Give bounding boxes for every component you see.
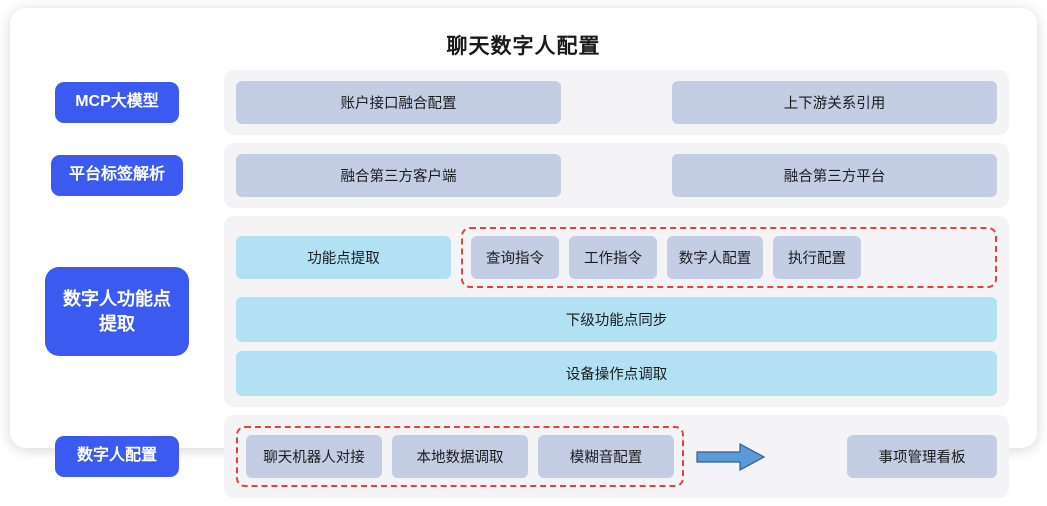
stage-rows: MCP大模型 账户接口融合配置 上下游关系引用 平台标签解析 融合第三方客户端 … (10, 70, 1037, 506)
chip-query-command[interactable]: 查询指令 (471, 236, 559, 279)
chip-execute-config[interactable]: 执行配置 (773, 236, 861, 279)
chip-matter-management-board[interactable]: 事项管理看板 (847, 435, 997, 478)
diagram-card: 聊天数字人配置 MCP大模型 账户接口融合配置 上下游关系引用 平台标签解析 (10, 8, 1037, 498)
chip-work-command[interactable]: 工作指令 (569, 236, 657, 279)
panel-feature-extraction: 功能点提取 查询指令 工作指令 数字人配置 执行配置 下级功能点同步 设备操作点… (224, 216, 1009, 407)
stage-label-digital-human-config[interactable]: 数字人配置 (55, 436, 179, 477)
chip-account-interface-merge-config[interactable]: 账户接口融合配置 (236, 81, 561, 124)
stage-row-platform-tag-parse: 平台标签解析 融合第三方客户端 融合第三方平台 (10, 143, 1037, 208)
dashed-group-commands: 查询指令 工作指令 数字人配置 执行配置 (461, 227, 997, 288)
stage-col-platform-tag-parse: 平台标签解析 (10, 155, 224, 196)
chip-fuzzy-phonetic-config[interactable]: 模糊音配置 (538, 435, 674, 478)
chip-merge-thirdparty-platform[interactable]: 融合第三方平台 (672, 154, 997, 197)
chip-local-data-fetch[interactable]: 本地数据调取 (392, 435, 528, 478)
dashed-group-config-sources: 聊天机器人对接 本地数据调取 模糊音配置 (236, 426, 684, 487)
stage-label-mcp[interactable]: MCP大模型 (55, 82, 179, 123)
arrow-right-icon (694, 442, 768, 472)
stage-label-platform-tag-parse[interactable]: 平台标签解析 (50, 155, 183, 196)
stage-row-feature-extraction: 数字人功能点 提取 功能点提取 查询指令 工作指令 数字人配置 执行配置 下级功… (10, 216, 1037, 407)
stage-col-digital-human-config: 数字人配置 (10, 436, 224, 477)
chip-device-operation-fetch[interactable]: 设备操作点调取 (236, 351, 997, 396)
stage-label-feature-extraction[interactable]: 数字人功能点 提取 (45, 266, 189, 357)
panel-line: 下级功能点同步 (236, 297, 997, 342)
chip-merge-thirdparty-client[interactable]: 融合第三方客户端 (236, 154, 561, 197)
panel-line: 功能点提取 查询指令 工作指令 数字人配置 执行配置 (236, 227, 997, 288)
stage-row-mcp: MCP大模型 账户接口融合配置 上下游关系引用 (10, 70, 1037, 135)
panel-line: 设备操作点调取 (236, 351, 997, 396)
panel-digital-human-config: 聊天机器人对接 本地数据调取 模糊音配置 事项管理看板 (224, 415, 1009, 498)
panel-platform-tag-parse: 融合第三方客户端 融合第三方平台 (224, 143, 1009, 208)
chip-sub-feature-sync[interactable]: 下级功能点同步 (236, 297, 997, 342)
stage-row-digital-human-config: 数字人配置 聊天机器人对接 本地数据调取 模糊音配置 事项管理看板 (10, 415, 1037, 498)
chip-upstream-downstream-reference[interactable]: 上下游关系引用 (672, 81, 997, 124)
chip-feature-point-extract[interactable]: 功能点提取 (236, 236, 451, 279)
chip-digital-human-config[interactable]: 数字人配置 (667, 236, 763, 279)
stage-col-feature-extraction: 数字人功能点 提取 (10, 266, 224, 357)
panel-mcp: 账户接口融合配置 上下游关系引用 (224, 70, 1009, 135)
chip-chatbot-integration[interactable]: 聊天机器人对接 (246, 435, 382, 478)
page-title: 聊天数字人配置 (446, 35, 601, 58)
panel-line: 账户接口融合配置 上下游关系引用 (236, 81, 997, 124)
panel-line: 融合第三方客户端 融合第三方平台 (236, 154, 997, 197)
stage-col-mcp: MCP大模型 (10, 82, 224, 123)
panel-line: 聊天机器人对接 本地数据调取 模糊音配置 事项管理看板 (236, 426, 997, 487)
